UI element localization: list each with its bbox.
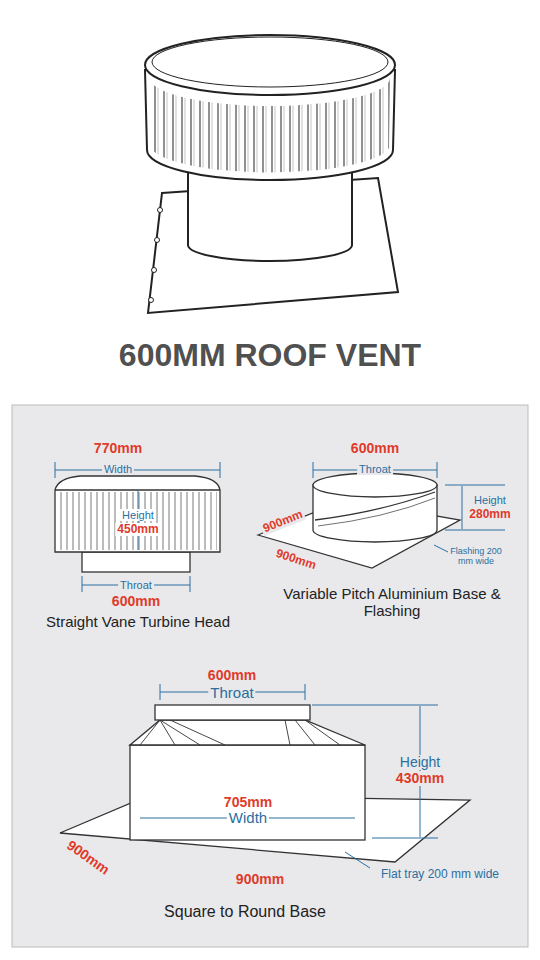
dimension-label: 600mm <box>349 441 401 456</box>
dimension-label: 770mm <box>92 441 144 456</box>
dimension-label: Flat tray 200 mm wide <box>379 868 501 881</box>
dimension-label: Throat <box>118 579 154 591</box>
dimension-label: 900mm <box>234 872 286 887</box>
dimension-label: Width <box>102 463 134 475</box>
dimension-label: 600mm <box>110 594 162 609</box>
dimension-label: 280mm <box>467 508 512 521</box>
dimension-label: Throat <box>208 685 255 702</box>
dimension-label: 450mm <box>115 523 160 536</box>
part-caption: Straight Vane Turbine Head <box>46 614 230 631</box>
dimension-label: Height <box>472 494 508 506</box>
dimension-label: Height <box>120 509 156 521</box>
dimension-label: Width <box>227 810 269 827</box>
dimension-label: Height <box>398 755 442 770</box>
title: 600MM ROOF VENT <box>119 338 421 373</box>
part-caption: Square to Round Base <box>164 903 326 921</box>
dimension-label: 600mm <box>206 668 258 683</box>
part-caption: Variable Pitch Aluminium Base & Flashing <box>275 586 510 619</box>
dimension-label: 705mm <box>222 795 274 810</box>
dimension-label: Throat <box>357 463 393 475</box>
dimension-label: Flashing 200 mm wide <box>448 547 504 567</box>
dimension-label: 430mm <box>394 771 446 786</box>
